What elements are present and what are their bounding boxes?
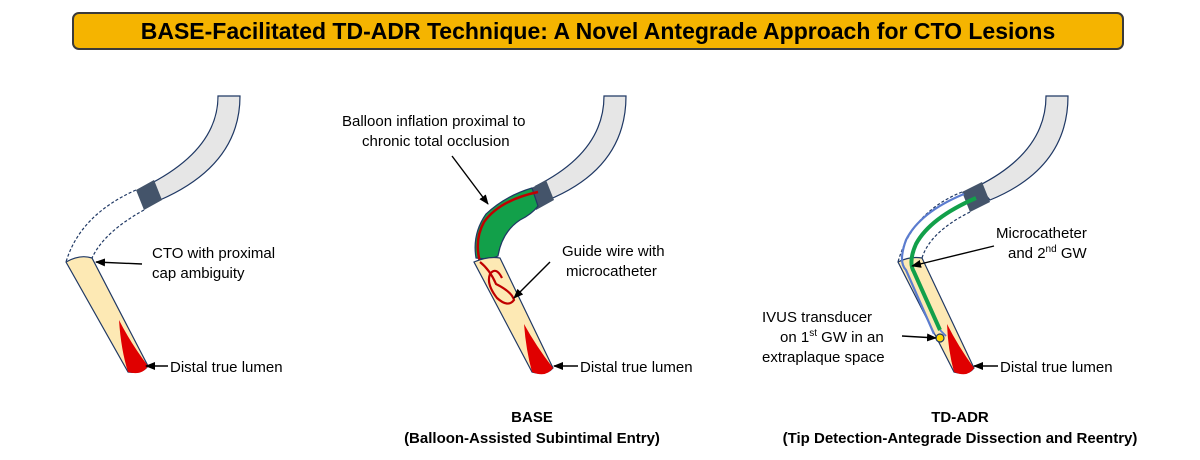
second-guide-wire-tip bbox=[939, 329, 947, 337]
callout-wire: Guide wire with microcatheter bbox=[562, 243, 669, 280]
callout-ivus: IVUS transducer on 1st GW in an extrapla… bbox=[762, 309, 888, 366]
panel-base: Balloon inflation proximal to chronic to… bbox=[342, 95, 693, 447]
callout-lumen-left: Distal true lumen bbox=[170, 359, 283, 376]
arrow-micro bbox=[911, 245, 995, 268]
callout-wire-line1: Guide wire with bbox=[562, 243, 665, 260]
callout-ivus-line2-post: GW in an bbox=[817, 329, 884, 346]
callout-ivus-line2-pre: on 1 bbox=[780, 329, 809, 346]
catheter-block bbox=[962, 182, 990, 212]
caption-tdadr-subtitle: (Tip Detection-Antegrade Dissection and … bbox=[783, 430, 1138, 447]
callout-micro-line2-post: GW bbox=[1057, 245, 1088, 262]
arrow-balloon bbox=[451, 155, 489, 205]
catheter-block bbox=[136, 180, 162, 210]
panel-cto: CTO with proximal cap ambiguity Distal t… bbox=[65, 95, 283, 376]
arrow-cto bbox=[95, 258, 143, 267]
title-banner: BASE-Facilitated TD-ADR Technique: A Nov… bbox=[72, 12, 1124, 50]
faint-vessel-outline bbox=[65, 189, 145, 263]
ivus-transducer bbox=[935, 333, 945, 343]
callout-micro-superscript: nd bbox=[1046, 244, 1057, 255]
callout-balloon-line1: Balloon inflation proximal to bbox=[342, 113, 525, 130]
page-title: BASE-Facilitated TD-ADR Technique: A Nov… bbox=[140, 17, 1056, 44]
callout-ivus-superscript: st bbox=[809, 328, 817, 339]
callout-micro-line1: Microcatheter bbox=[996, 225, 1087, 242]
caption-tdadr-title: TD-ADR bbox=[931, 409, 989, 426]
distal-true-lumen bbox=[524, 324, 553, 375]
distal-true-lumen bbox=[947, 324, 974, 375]
callout-micro: Microcatheter and 2nd GW bbox=[996, 225, 1091, 262]
callout-ivus-line3: extraplaque space bbox=[762, 349, 885, 366]
caption-base-title: BASE bbox=[511, 409, 553, 426]
callout-lumen-right: Distal true lumen bbox=[1000, 359, 1113, 376]
callout-cto-line1: CTO with proximal bbox=[152, 245, 275, 262]
balloon-guide-wire bbox=[476, 190, 539, 263]
caption-base-subtitle: (Balloon-Assisted Subintimal Entry) bbox=[404, 430, 660, 447]
proximal-vessel bbox=[144, 95, 241, 201]
arrow-ivus bbox=[901, 333, 937, 342]
callout-micro-line2-pre: and 2 bbox=[1008, 245, 1046, 262]
callout-lumen-middle: Distal true lumen bbox=[580, 359, 693, 376]
callout-ivus-line1: IVUS transducer bbox=[762, 309, 872, 326]
callout-wire-line2: microcatheter bbox=[566, 263, 657, 280]
panel-td-adr: Microcatheter and 2nd GW IVUS transducer… bbox=[762, 95, 1138, 447]
proximal-vessel bbox=[977, 95, 1069, 201]
looped-guide-wire bbox=[479, 261, 516, 305]
callout-cto: CTO with proximal cap ambiguity bbox=[152, 245, 279, 282]
distal-true-lumen bbox=[119, 320, 148, 374]
proximal-vessel bbox=[535, 95, 627, 201]
callout-balloon-line2: chronic total occlusion bbox=[362, 133, 510, 150]
first-guide-wire bbox=[900, 192, 965, 335]
callout-cto-line2: cap ambiguity bbox=[152, 265, 245, 282]
faint-vessel-outline bbox=[897, 191, 971, 263]
callout-balloon: Balloon inflation proximal to chronic to… bbox=[342, 113, 530, 150]
arrow-wire bbox=[513, 261, 551, 299]
